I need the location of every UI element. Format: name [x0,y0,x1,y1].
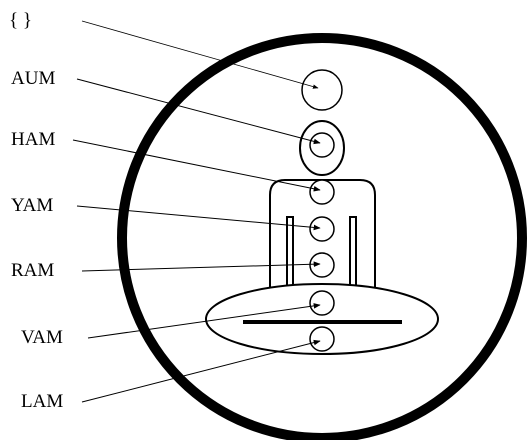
label-ham: HAM [11,130,55,149]
leader-ham [73,140,320,190]
chakra-circle-ham [310,180,334,204]
chakra-circle-ram [310,253,334,277]
label-yam: YAM [11,196,53,215]
chakra-circle-yam [310,217,334,241]
leader-yam [77,206,320,228]
label-ram: RAM [11,261,54,280]
label-lam: LAM [21,392,63,411]
leader-aum [77,79,320,143]
chakra-circle-vam [310,291,334,315]
leader-ram [82,264,320,271]
label-aum: AUM [11,69,55,88]
label-vam: VAM [21,328,63,347]
chakra-circle-lam [310,327,334,351]
chakra-circle-crown [302,70,342,110]
chakra-circle-aum [310,133,334,157]
left-arm [287,217,293,287]
label-braces: { } [9,11,32,30]
right-arm [350,217,356,287]
